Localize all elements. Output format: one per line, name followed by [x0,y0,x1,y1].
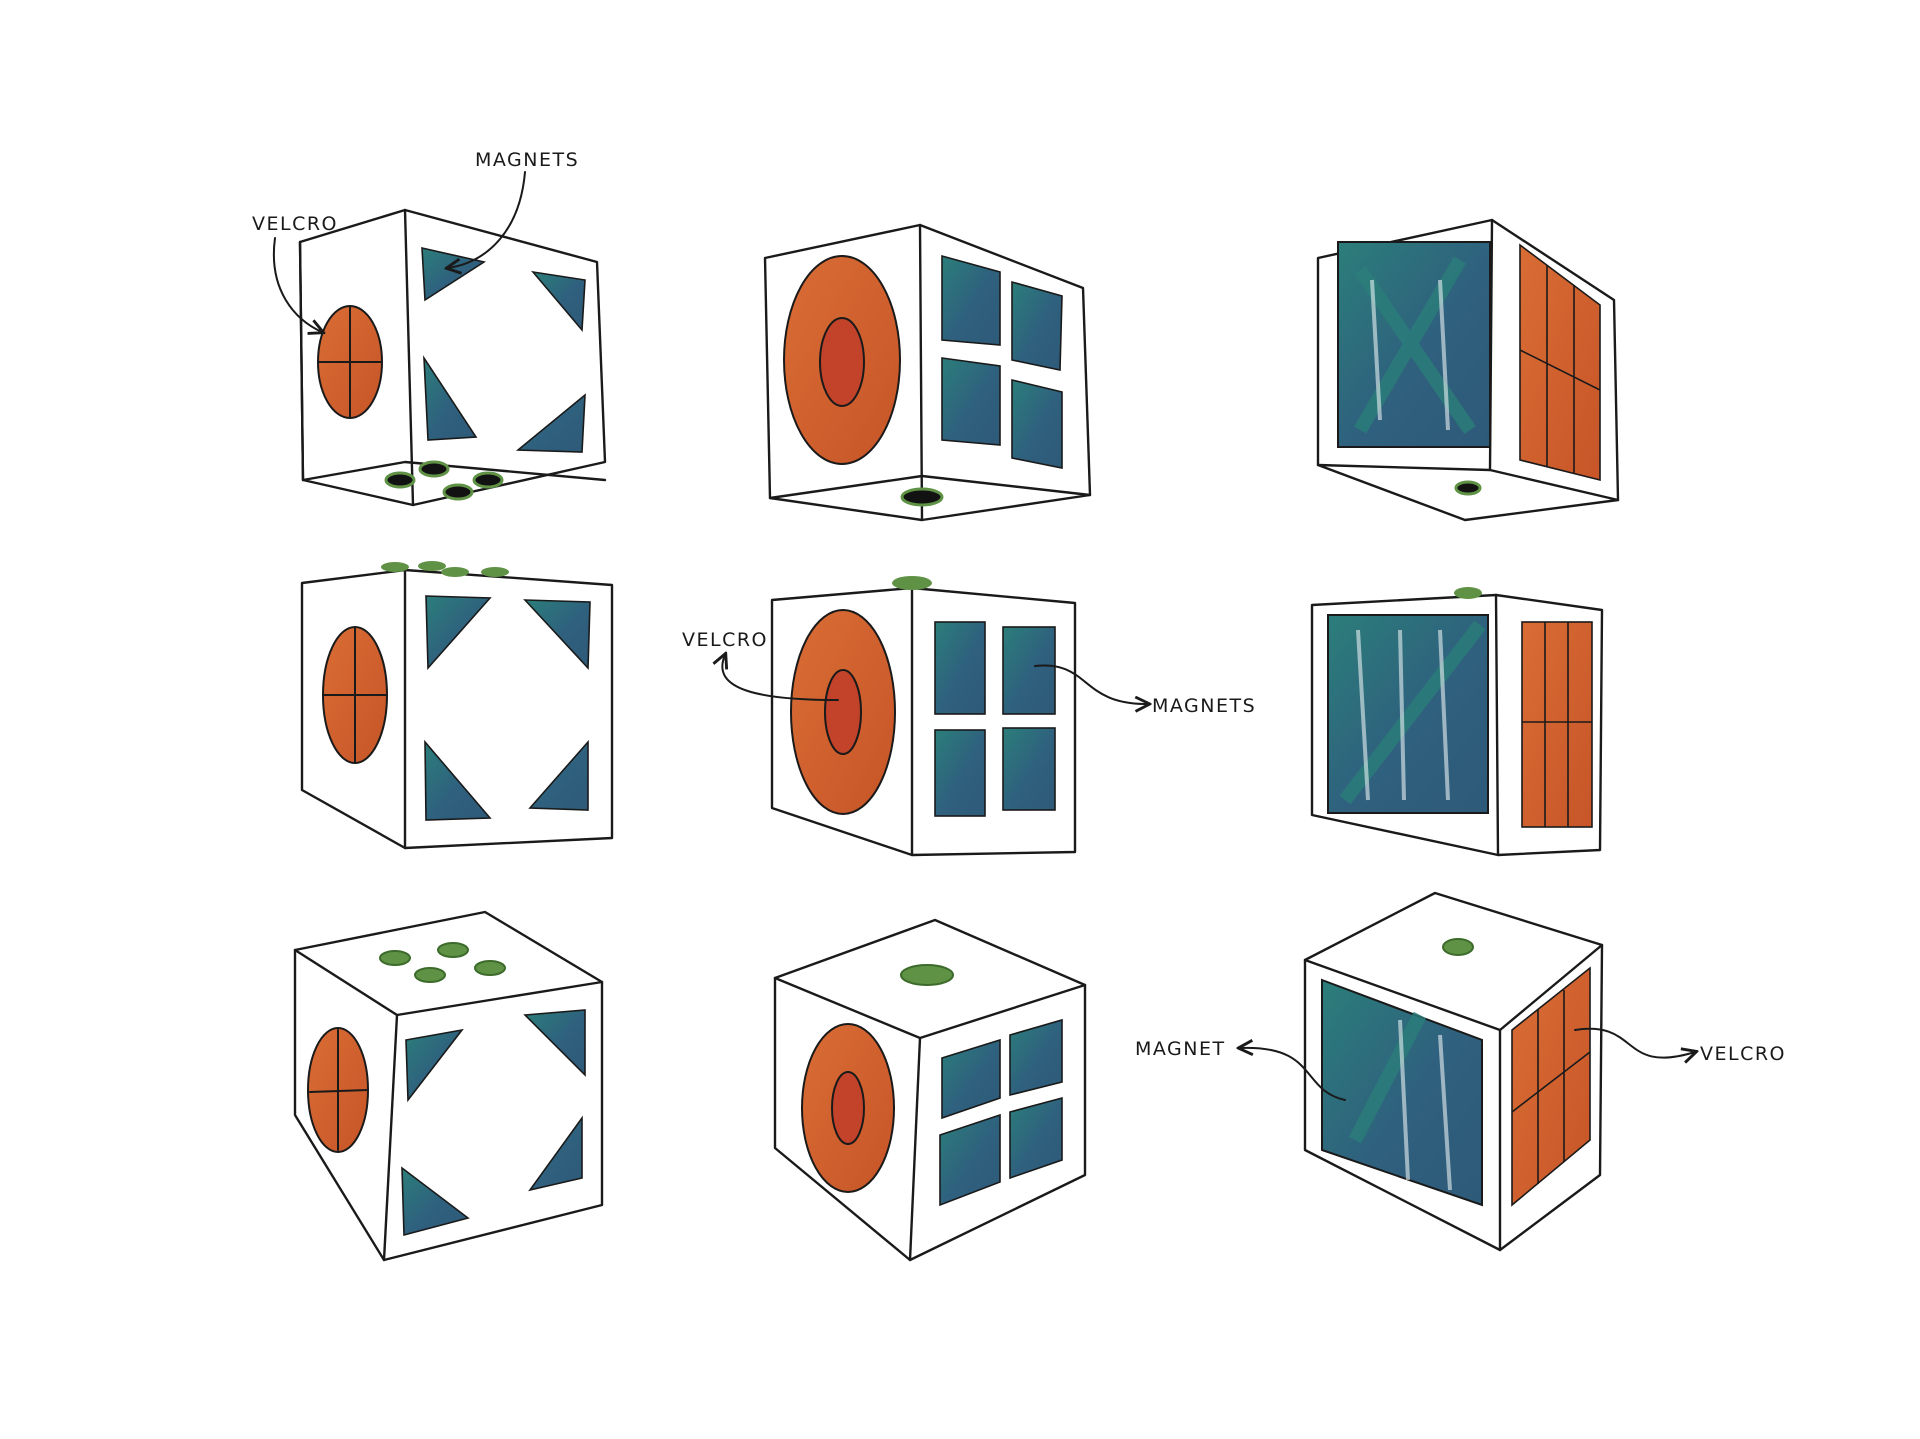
velcro-patch-icon [1520,245,1600,480]
magnet-pad-icon [425,596,590,820]
magnet-pad-icon [942,256,1062,468]
cube-quad-magnets-front-view: VELCRO MAGNETS [682,576,1256,855]
magnet-pad-icon [940,1020,1062,1205]
cube-triangle-magnets-top-view [295,912,602,1260]
connector-dot-icon [380,943,505,982]
annotation-velcro: VELCRO [1700,1043,1786,1065]
cube-triangle-magnets-bottom-view: VELCRO MAGNETS [252,149,605,505]
connector-dot-icon [1456,482,1480,494]
annotation-velcro: VELCRO [252,213,338,235]
connector-dot-icon [1443,939,1473,955]
connector-dot-icon [381,561,509,577]
cube-quad-magnets-top-view [775,920,1085,1260]
magnet-pad-icon [422,248,585,452]
annotation-magnets: MAGNETS [1152,695,1256,717]
connector-dot-icon [892,576,932,590]
connector-dot-icon [901,965,953,985]
connector-dot-icon [386,462,502,499]
magnet-pad-icon [1338,242,1490,447]
magnet-pad-icon [402,1010,585,1235]
cube-square-magnet-top-view: MAGNET VELCRO [1135,893,1786,1250]
cube-square-magnet-bottom-view [1318,220,1618,520]
cube-quad-magnets-bottom-view [765,225,1090,520]
annotation-arrow-icon [274,238,322,332]
velcro-patch-icon [1522,622,1592,827]
cube-square-magnet-front-view [1312,587,1602,855]
annotation-arrow-icon [448,172,525,268]
annotation-magnets: MAGNETS [475,149,579,171]
connector-dot-icon [902,489,942,505]
annotation-arrow-icon [1575,1029,1695,1058]
cube-triangle-magnets-front-view [302,561,612,848]
annotation-magnet: MAGNET [1135,1038,1226,1060]
magnet-pad-icon [1328,615,1488,813]
annotation-velcro: VELCRO [682,629,768,651]
connector-dot-icon [1454,587,1482,599]
magnet-pad-icon [935,622,1055,816]
velcro-patch-icon [1512,968,1590,1205]
